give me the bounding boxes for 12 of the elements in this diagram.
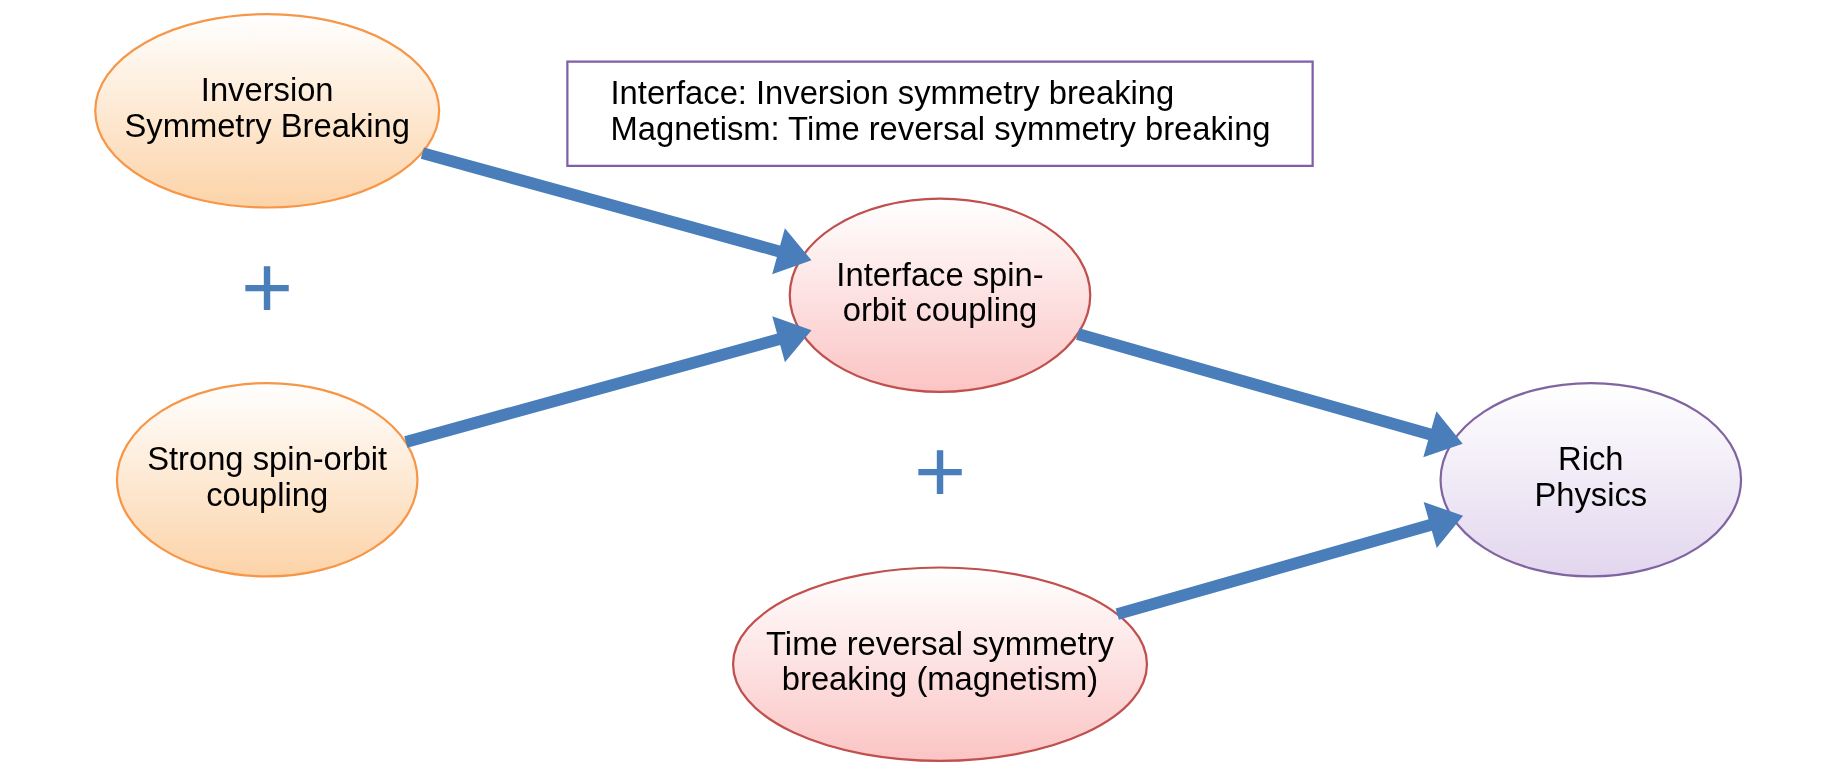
- node-box: Interface: Inversion symmetry breaking Magnetism: Time reversal symmetry breaking: [565, 60, 1314, 167]
- node-ellipse: Inversion Symmetry Breaking: [93, 13, 440, 209]
- arrow: [1115, 502, 1463, 620]
- node-ellipse: Time reversal symmetry breaking (magnetism): [731, 566, 1148, 762]
- label: +: [913, 421, 966, 522]
- arrow: [1075, 328, 1463, 458]
- node-ellipse: Strong spin-orbit coupling: [115, 381, 419, 578]
- arrow: [420, 147, 811, 275]
- arrow: [403, 316, 812, 448]
- node-ellipse: Interface spin-orbit coupling: [788, 197, 1091, 394]
- label: +: [240, 236, 293, 337]
- node-ellipse: Rich Physics: [1438, 381, 1742, 578]
